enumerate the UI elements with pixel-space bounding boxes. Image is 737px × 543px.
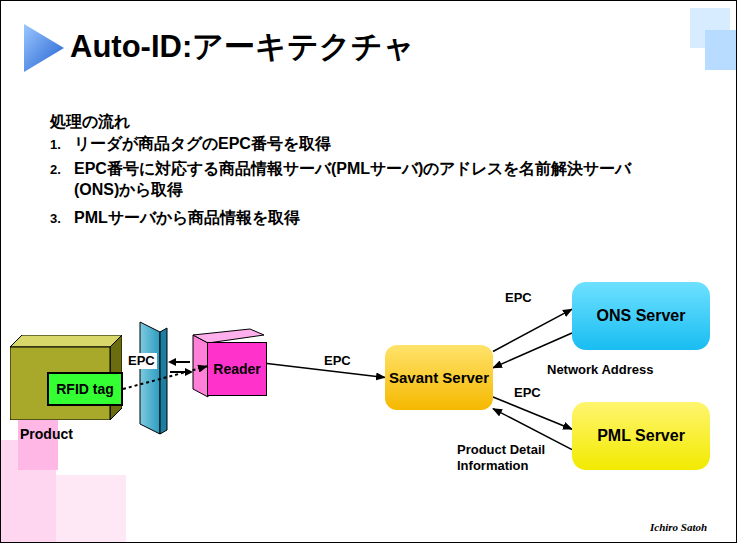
server-box: PML Server <box>572 402 710 470</box>
edge-label: Network Address <box>545 362 655 378</box>
connector-arrow <box>493 309 572 351</box>
list-item: 2. <box>50 162 61 179</box>
corner-block <box>705 30 736 70</box>
server-box: Savant Server <box>385 345 493 410</box>
edge-label: EPC <box>503 290 534 306</box>
rfid-tag: RFID tag <box>47 372 123 406</box>
section-heading: 処理の流れ <box>50 112 130 133</box>
product-box: ProductRFID tag <box>10 335 122 420</box>
list-item: PMLサーバから商品情報を取得 <box>74 208 300 229</box>
edge-label: Product Detail Information <box>455 442 549 475</box>
antenna-edge <box>160 328 167 434</box>
node-label: PML Server <box>595 424 687 447</box>
list-item: 1. <box>50 137 61 154</box>
slide-title: Auto-ID:アーキテクチャ <box>70 26 415 68</box>
node-label: Savant Server <box>387 367 491 389</box>
reader-top <box>193 329 264 343</box>
node-label: Reader <box>211 359 262 380</box>
antenna-panel <box>140 322 160 434</box>
connector-arrow <box>493 397 572 429</box>
edge-label: EPC <box>512 385 543 401</box>
list-item: リーダが商品タグのEPC番号を取得 <box>74 134 331 155</box>
node-label: ONS Server <box>595 304 688 327</box>
node-label: RFID tag <box>54 379 116 400</box>
corner-block <box>56 475 126 542</box>
list-item: EPC番号に対応する商品情報サーバ(PMLサーバ)のアドレスを名前解決サーバ(O… <box>74 159 674 201</box>
connector-arrow <box>123 366 207 389</box>
antenna-link-head <box>168 358 176 366</box>
title-bullet <box>24 24 64 72</box>
reader-box: Reader <box>207 342 267 396</box>
list-item: 3. <box>50 211 61 228</box>
author-credit: Ichiro Satoh <box>650 520 707 534</box>
server-box: ONS Server <box>572 282 710 350</box>
edge-label: EPC <box>322 353 353 369</box>
edge-label: EPC <box>126 353 157 369</box>
node-heading: Product <box>10 426 122 442</box>
corner-block <box>18 415 58 470</box>
